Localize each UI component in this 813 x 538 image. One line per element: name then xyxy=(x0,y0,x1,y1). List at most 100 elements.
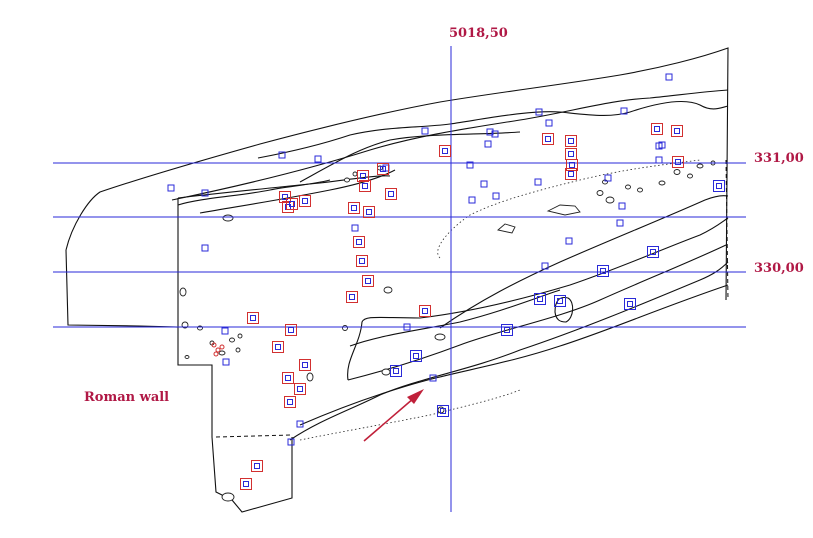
find-marker-blue xyxy=(421,127,429,135)
find-marker-red-outer xyxy=(357,170,369,182)
label-vertical-coordinate: 5018,50 xyxy=(449,26,508,41)
find-marker-blue xyxy=(468,196,476,204)
find-marker-red-outer xyxy=(672,156,684,168)
find-marker-blue xyxy=(655,156,663,164)
find-cluster-mark xyxy=(219,344,225,350)
find-marker-red-outer xyxy=(565,148,577,160)
find-marker-red-inner xyxy=(442,148,448,154)
find-marker-red-inner xyxy=(282,194,288,200)
find-cluster-mark xyxy=(213,351,219,357)
find-marker-red-outer xyxy=(439,145,451,157)
find-marker-red-outer xyxy=(282,372,294,384)
find-marker-bluedbl-outer xyxy=(437,405,449,417)
label-coordinate-330: 330,00 xyxy=(754,261,804,276)
find-marker-red-outer xyxy=(353,236,365,248)
find-marker-red-outer xyxy=(565,135,577,147)
find-marker-red-inner xyxy=(250,315,256,321)
find-marker-red-inner xyxy=(302,198,308,204)
find-marker-red-inner xyxy=(289,201,295,207)
find-marker-red-outer xyxy=(362,275,374,287)
find-marker-red-inner xyxy=(675,159,681,165)
find-marker-bluedbl-outer xyxy=(713,180,725,192)
find-marker-blue xyxy=(466,161,474,169)
find-marker-blue xyxy=(201,189,209,197)
find-marker-blue xyxy=(287,438,295,446)
find-marker-red-inner xyxy=(568,151,574,157)
find-marker-bluedbl-inner xyxy=(650,249,656,255)
find-cluster-mark xyxy=(215,347,221,353)
find-marker-red-inner xyxy=(297,386,303,392)
find-marker-red-outer xyxy=(284,396,296,408)
find-marker-bluedbl-outer xyxy=(554,295,566,307)
find-marker-bluedbl-inner xyxy=(557,298,563,304)
find-marker-red-inner xyxy=(545,136,551,142)
find-marker-red-inner xyxy=(362,183,368,189)
site-outline xyxy=(65,47,729,513)
find-marker-red-inner xyxy=(356,239,362,245)
finds-blue-double xyxy=(390,180,725,417)
find-marker-blue xyxy=(221,327,229,335)
find-marker-bluedbl-outer xyxy=(534,293,546,305)
find-marker-bluedbl-outer xyxy=(501,324,513,336)
find-marker-red-outer xyxy=(363,206,375,218)
find-marker-blue xyxy=(222,358,230,366)
find-marker-red-inner xyxy=(365,278,371,284)
layer-lines xyxy=(171,89,729,441)
find-marker-red-inner xyxy=(288,327,294,333)
find-marker-bluedbl-outer xyxy=(390,365,402,377)
find-marker-red-inner xyxy=(243,481,249,487)
find-marker-blue xyxy=(314,155,322,163)
find-marker-red-outer xyxy=(671,125,683,137)
find-marker-red-outer xyxy=(348,202,360,214)
finds-blue-small xyxy=(167,73,673,446)
find-marker-bluedbl-inner xyxy=(440,408,446,414)
find-marker-red-outer xyxy=(542,133,554,145)
find-marker-red-inner xyxy=(674,128,680,134)
find-marker-red-outer xyxy=(359,180,371,192)
find-marker-red-outer xyxy=(565,168,577,180)
find-marker-red-inner xyxy=(422,308,428,314)
find-marker-red-outer xyxy=(299,195,311,207)
find-marker-red-outer xyxy=(272,341,284,353)
find-marker-blue xyxy=(201,244,209,252)
find-marker-bluedbl-outer xyxy=(410,350,422,362)
arrow-pointer xyxy=(363,389,424,442)
find-marker-blue xyxy=(492,192,500,200)
finds-red-double xyxy=(211,123,684,490)
find-marker-red-inner xyxy=(275,344,281,350)
find-marker-bluedbl-outer xyxy=(624,298,636,310)
find-marker-red-outer xyxy=(285,324,297,336)
find-marker-bluedbl-inner xyxy=(504,327,510,333)
find-marker-bluedbl-inner xyxy=(600,268,606,274)
find-marker-red-outer xyxy=(651,123,663,135)
find-marker-blue xyxy=(604,174,612,182)
find-marker-red-inner xyxy=(654,126,660,132)
grid-lines xyxy=(53,46,746,512)
find-marker-blue xyxy=(541,262,549,270)
find-marker-red-inner xyxy=(568,138,574,144)
find-marker-blue xyxy=(665,73,673,81)
find-marker-blue xyxy=(480,180,488,188)
find-marker-blue xyxy=(486,128,494,136)
find-marker-red-outer xyxy=(377,163,389,175)
find-marker-blue xyxy=(620,107,628,115)
find-marker-red-inner xyxy=(302,362,308,368)
find-marker-red-outer xyxy=(294,383,306,395)
find-marker-red-inner xyxy=(254,463,260,469)
find-marker-blue xyxy=(429,374,437,382)
find-marker-blue xyxy=(534,178,542,186)
find-cluster-mark xyxy=(211,342,217,348)
find-marker-blue xyxy=(403,323,411,331)
find-marker-red-outer xyxy=(279,191,291,203)
find-marker-blue xyxy=(167,184,175,192)
find-marker-red-inner xyxy=(287,399,293,405)
find-marker-blue xyxy=(535,108,543,116)
find-marker-blue xyxy=(491,130,499,138)
find-marker-blue xyxy=(484,140,492,148)
find-marker-blue xyxy=(565,237,573,245)
find-marker-blue xyxy=(296,420,304,428)
find-marker-red-inner xyxy=(569,162,575,168)
find-marker-red-outer xyxy=(566,159,578,171)
find-marker-red-inner xyxy=(349,294,355,300)
